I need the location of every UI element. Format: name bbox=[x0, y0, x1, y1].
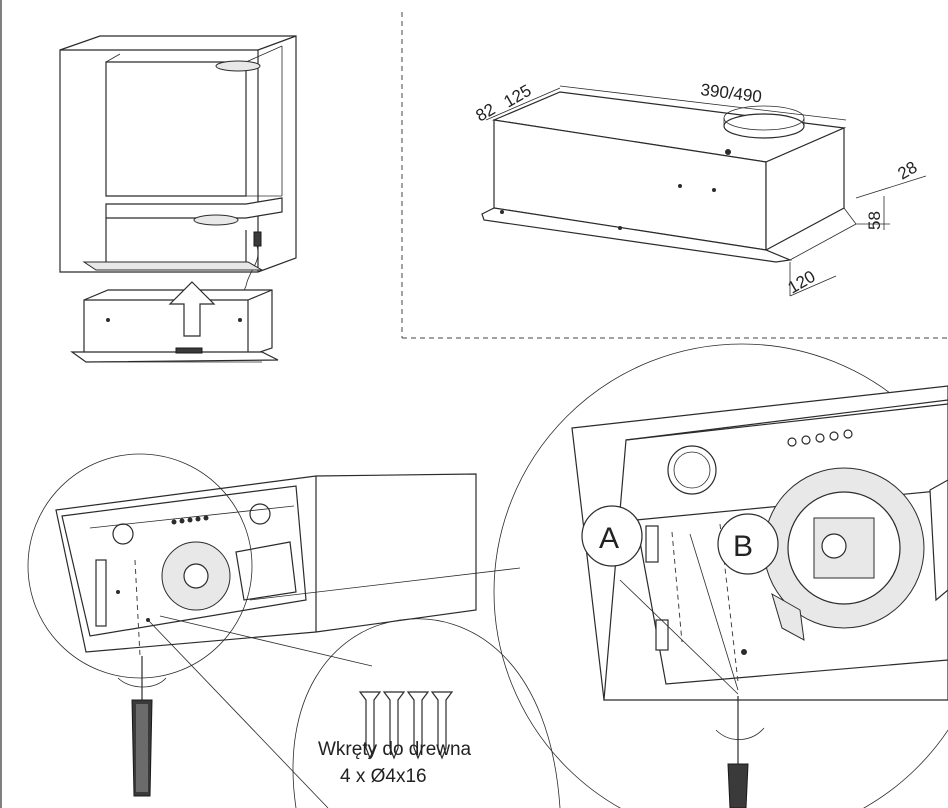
screwdriver-large-icon bbox=[715, 696, 765, 808]
magnifier-circle-small bbox=[27, 453, 253, 679]
label-b: B bbox=[733, 530, 753, 563]
outlet-collar bbox=[723, 113, 805, 139]
spec-panel-border bbox=[401, 12, 948, 339]
screws-caption-line1: Wkręty do drewna bbox=[318, 739, 472, 760]
screws-caption-line2: 4 x Ø4x16 bbox=[340, 766, 427, 787]
screw-icons bbox=[358, 691, 454, 760]
insert-up-arrow-icon bbox=[168, 281, 216, 337]
hood-dimension-drawing: 390/490 82 125 28 58 120 bbox=[473, 80, 927, 297]
screwdriver-small-icon bbox=[117, 656, 167, 797]
screws-callout: Wkręty do drewna 4 x Ø4x16 bbox=[147, 615, 561, 808]
shelf-vent-hole bbox=[193, 214, 239, 226]
hood-detail-enlarged: A B bbox=[493, 343, 948, 808]
dim-top-label: 28 bbox=[895, 158, 921, 184]
label-b-circle bbox=[717, 513, 779, 575]
dim-height-label: 58 bbox=[865, 211, 884, 230]
magnifier-circle-large bbox=[493, 343, 948, 808]
hood-underside-small bbox=[27, 453, 521, 679]
label-a-circle bbox=[581, 505, 643, 567]
cabinet-vent-hole bbox=[215, 60, 261, 72]
dim-width-label: 390/490 bbox=[700, 80, 763, 106]
label-a: A bbox=[599, 522, 619, 555]
power-plug-icon bbox=[253, 231, 262, 247]
cabinet-illustration bbox=[59, 35, 297, 363]
